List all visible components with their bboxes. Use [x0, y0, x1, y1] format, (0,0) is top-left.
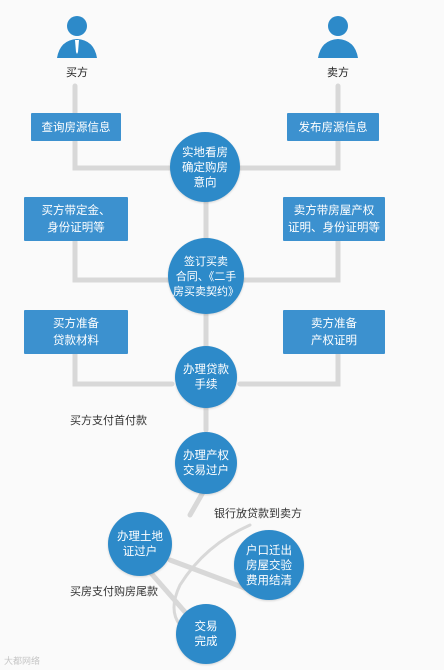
buyer-deposit-box: 买方带定金、 身份证明等 — [24, 197, 128, 241]
step-contract: 签订买卖 合同、《二手 房买卖契约》 — [168, 238, 244, 314]
seller-cert-box: 卖方准备 产权证明 — [283, 310, 385, 354]
step-transfer: 办理产权 交易过户 — [175, 432, 237, 494]
step-visit: 实地看房 确定购房 意向 — [170, 132, 240, 202]
buyer-query-box: 查询房源信息 — [31, 113, 121, 141]
bank-arc — [172, 523, 252, 627]
land-to-done — [147, 569, 188, 615]
final-payment-label: 买房支付购房尾款 — [70, 585, 158, 598]
buyer-loan-box: 买方准备 贷款材料 — [24, 310, 128, 354]
watermark: 大都网络 — [4, 657, 41, 667]
buyer-label: 买方 — [66, 66, 88, 79]
step-loan: 办理贷款 手续 — [175, 346, 237, 408]
seller-publish-box: 发布房源信息 — [287, 113, 379, 141]
seller-property-box: 卖方带房屋产权 证明、身份证明等 — [283, 197, 385, 241]
seller-connector-3 — [237, 349, 341, 387]
land-to-settle — [167, 557, 253, 593]
seller-person-icon — [313, 12, 363, 60]
bank-release-label: 银行放贷款到卖方 — [214, 507, 302, 520]
step-land: 办理土地 证过户 — [108, 512, 172, 576]
seller-connector-2 — [237, 237, 341, 283]
down-payment-label: 买方支付首付款 — [70, 414, 147, 427]
buyer-person-icon — [52, 12, 102, 60]
buyer-connector-2 — [72, 225, 175, 283]
seller-label: 卖方 — [327, 66, 349, 79]
seller-connector-1 — [237, 83, 341, 171]
step-done: 交易 完成 — [176, 604, 236, 664]
buyer-connector-3 — [72, 349, 175, 387]
buyer-connector-1 — [72, 83, 175, 171]
step-settle: 户口迁出 房屋交验 费用结清 — [234, 530, 304, 600]
